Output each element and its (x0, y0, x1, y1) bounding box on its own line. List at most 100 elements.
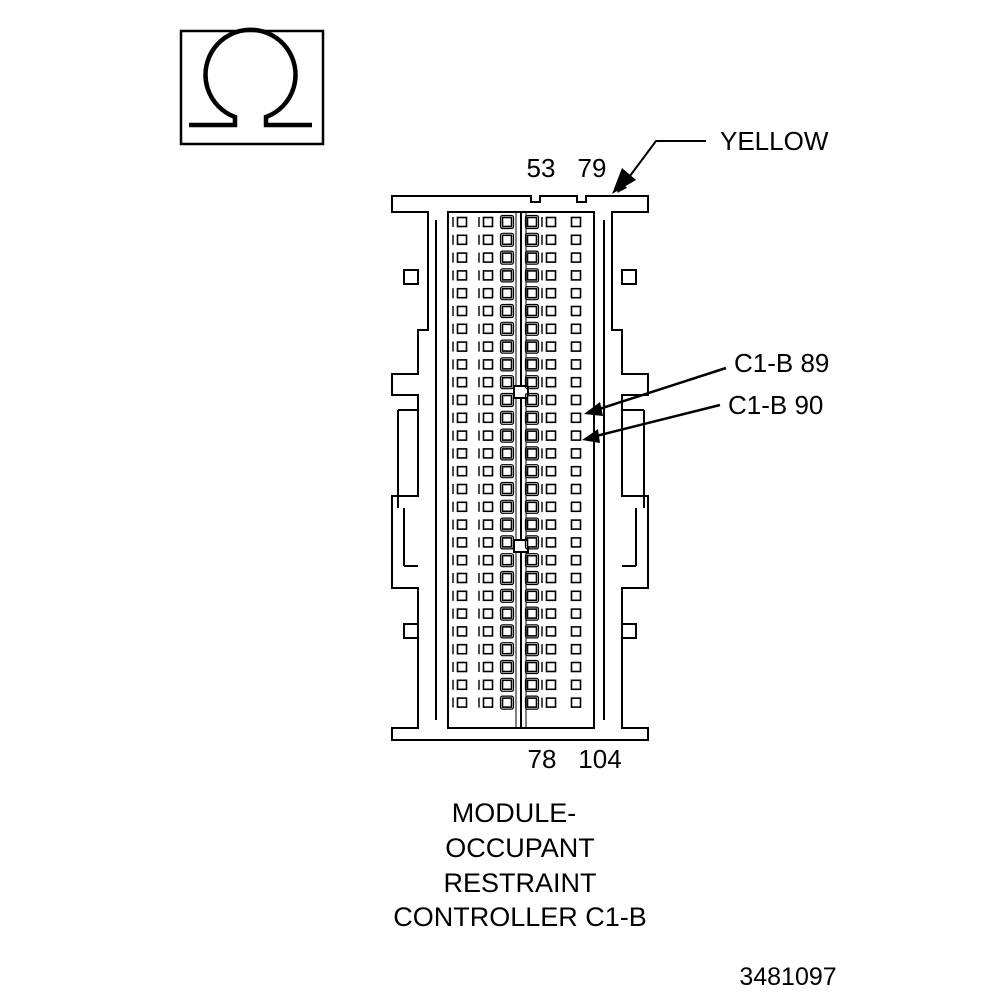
pin-cavity (456, 483, 468, 495)
pin-cavity (545, 448, 557, 459)
pin-cavity-collar (524, 250, 540, 265)
pin-cavity-collar (499, 517, 515, 532)
pin-cavity-collar (499, 410, 515, 425)
pin-cavity (501, 287, 513, 299)
pin-cavity (456, 465, 468, 477)
pin-cavity (526, 448, 538, 459)
pin-cavity (482, 270, 494, 281)
pin-cavity (545, 590, 557, 602)
pin-cavity-collar (499, 232, 515, 247)
pin-cavity (526, 572, 538, 584)
pin-cavity (545, 572, 557, 584)
pin-cavity (482, 430, 494, 441)
pin-cavity (501, 608, 513, 619)
pin-cavity (545, 270, 557, 281)
pin-cavity (526, 252, 538, 263)
pin-cavity-collar (524, 339, 540, 354)
pin-cavity (545, 483, 557, 495)
pin-cavity (482, 661, 494, 673)
pin-cavity (570, 697, 582, 708)
pin-cavity-collar (499, 695, 515, 710)
pin-cavity-collar (499, 588, 515, 603)
pin-cavity (501, 234, 513, 246)
pin-cavity (482, 465, 494, 477)
pin-cavity (570, 270, 582, 281)
pin-cavity (482, 394, 494, 406)
pin-cavity (545, 679, 557, 691)
pin-cavity (526, 234, 538, 246)
pin-cavity (570, 341, 582, 352)
caption-line-3: RESTRAINT (443, 868, 596, 898)
pin-cavity (501, 501, 513, 513)
pin-cavity (501, 519, 513, 530)
pin-cavity-collar (499, 570, 515, 586)
pin-cavity (545, 537, 557, 548)
pin-cavity (570, 483, 582, 495)
pin-cavity-collar (499, 659, 515, 675)
pin-cavity (501, 626, 513, 637)
pin-cavity-collar (524, 642, 540, 657)
pin-cavity (545, 376, 557, 388)
pin-cavity (482, 537, 494, 548)
pin-cavity (456, 679, 468, 691)
pin-cavity-collar (499, 339, 515, 354)
pin-cavity-collar (499, 642, 515, 657)
pin-cavity (456, 697, 468, 708)
pin-cavity (526, 661, 538, 673)
pin-cavity (570, 448, 582, 459)
pin-cavity (501, 394, 513, 406)
pin-cavity (545, 341, 557, 352)
pin-cavity-collar (524, 481, 540, 497)
pin-cavity (526, 519, 538, 530)
pin-cavity (526, 430, 538, 441)
pin-cavity (526, 537, 538, 548)
pin-cavity (482, 697, 494, 708)
pin-cavity (482, 608, 494, 619)
pin-cavity-collar (524, 268, 540, 283)
pin-cavity (570, 572, 582, 584)
pin-cavity (545, 643, 557, 655)
pin-cavity (570, 537, 582, 548)
pin-cavity (545, 501, 557, 513)
pin-cavity (570, 323, 582, 335)
pin-cavity (456, 305, 468, 317)
pin-cavity (570, 608, 582, 619)
pin-cavity (456, 572, 468, 584)
pin-cavity (501, 305, 513, 317)
pin-cavity (482, 448, 494, 459)
pin-cavity-collar (524, 214, 540, 230)
pin-cavity-collar (499, 268, 515, 283)
pin-cavity (501, 572, 513, 584)
pin-cavity-collar (499, 357, 515, 372)
pin-cavity-collar (524, 624, 540, 639)
pin-cavity-collar (499, 677, 515, 692)
pin-cavity-collar (524, 428, 540, 443)
pin-cavity-collar (499, 464, 515, 479)
pin-cavity (501, 661, 513, 673)
caption-line-1: MODULE- (452, 798, 577, 828)
ohm-icon (179, 27, 325, 146)
pin-cavity (526, 376, 538, 388)
pin-cavity (501, 483, 513, 495)
pin-cavity (526, 483, 538, 495)
pin-cavity-collar (499, 375, 515, 390)
pin-cavity (482, 412, 494, 424)
pin-cavity (501, 412, 513, 424)
pin-cavity (482, 626, 494, 637)
pin-cavity (570, 252, 582, 263)
pin-cavity (526, 323, 538, 335)
pin-cavity-collar (524, 464, 540, 479)
color-label: YELLOW (720, 126, 829, 156)
pin-cavity (482, 483, 494, 495)
pin-cavity (570, 519, 582, 530)
pin-cavity (545, 626, 557, 637)
pin-cavity (501, 537, 513, 548)
pin-cavity-collar (524, 535, 540, 550)
pin-cavity (545, 216, 557, 228)
pin-cavity-collar (524, 553, 540, 568)
pin-cavity-collar (499, 303, 515, 319)
pin-cavity (570, 590, 582, 602)
pin-cavity (456, 430, 468, 441)
pin-cavity-collar (524, 303, 540, 319)
pin-label-79: 79 (578, 153, 607, 183)
